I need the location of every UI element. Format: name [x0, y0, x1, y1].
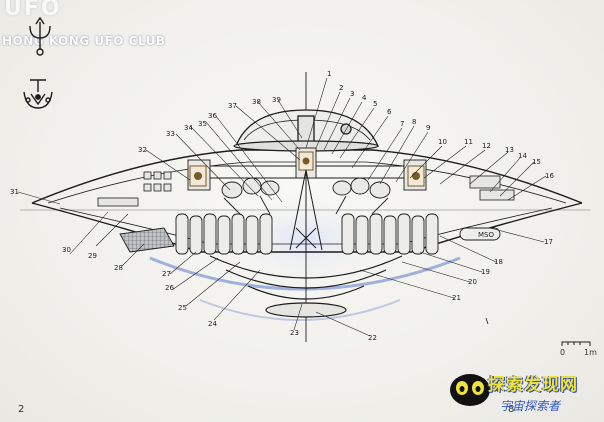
- callout-20: 20: [468, 278, 477, 286]
- scale-zero-label: 0: [560, 348, 566, 357]
- scale-unit-label: 1m: [584, 348, 597, 357]
- hazard-emblem-left: [189, 165, 207, 187]
- callout-15: 15: [532, 158, 541, 166]
- callout-29: 29: [88, 252, 97, 260]
- callout-32: 32: [138, 146, 147, 154]
- callout-4: 4: [362, 94, 367, 102]
- callout-18: 18: [494, 258, 503, 266]
- callout-35: 35: [198, 120, 207, 128]
- site-badge: 探索发现网 宇宙探索者: [448, 364, 604, 422]
- callout-7: 7: [400, 120, 404, 128]
- callout-28: 28: [114, 264, 123, 272]
- callout-19: 19: [481, 268, 490, 276]
- callout-14: 14: [518, 152, 527, 160]
- callout-16: 16: [545, 172, 554, 180]
- mso-panel: MSO: [459, 227, 501, 241]
- callout-37: 37: [228, 102, 237, 110]
- triangle-arc-symbol: [23, 79, 53, 109]
- alien-head-icon: [450, 374, 490, 406]
- callout-9: 9: [426, 124, 430, 132]
- crew-seats: [221, 177, 391, 215]
- badge-title: 探索发现网: [488, 375, 578, 395]
- fuel-cylinders: [175, 213, 439, 255]
- callout-30: 30: [62, 246, 71, 254]
- scale-bar: [561, 341, 591, 346]
- callout-11: 11: [464, 138, 473, 146]
- callout-22: 22: [368, 334, 377, 342]
- badge-subtitle: 宇宙探索者: [500, 399, 561, 413]
- callout-3: 3: [350, 90, 354, 98]
- lower-hull: [209, 255, 403, 318]
- callout-36: 36: [208, 112, 217, 120]
- callout-labels: 1 2 3 4 5 6 7 8 9 10 11 12 13 14 15 16 1…: [10, 70, 554, 342]
- mso-label: MSO: [478, 231, 494, 239]
- callout-31: 31: [10, 188, 19, 196]
- callout-27: 27: [162, 270, 171, 278]
- callout-33: 33: [166, 130, 175, 138]
- callout-23: 23: [290, 329, 299, 337]
- ufo-watermark: UFO: [4, 0, 62, 21]
- hazard-emblem-right: [407, 165, 425, 187]
- callout-25: 25: [178, 304, 187, 312]
- corner-mark-right: 8: [508, 404, 515, 415]
- callout-6: 6: [387, 108, 392, 116]
- callout-2: 2: [339, 84, 343, 92]
- callout-8: 8: [412, 118, 416, 126]
- hazard-emblem-center: [298, 151, 314, 171]
- callout-5: 5: [373, 100, 377, 108]
- callout-38: 38: [252, 98, 261, 106]
- callout-21: 21: [452, 294, 461, 302]
- callout-26: 26: [165, 284, 174, 292]
- callout-34: 34: [184, 124, 193, 132]
- saucer-dome: [233, 109, 380, 152]
- callout-1: 1: [327, 70, 331, 78]
- callout-17: 17: [544, 238, 553, 246]
- callout-24: 24: [208, 320, 217, 328]
- trident-symbol: [29, 16, 51, 56]
- grid-panel: [119, 227, 175, 253]
- corner-mark-left: 2: [18, 404, 25, 415]
- callout-12: 12: [482, 142, 491, 150]
- callout-10: 10: [438, 138, 447, 146]
- callout-13: 13: [505, 146, 514, 154]
- callout-39: 39: [272, 96, 281, 104]
